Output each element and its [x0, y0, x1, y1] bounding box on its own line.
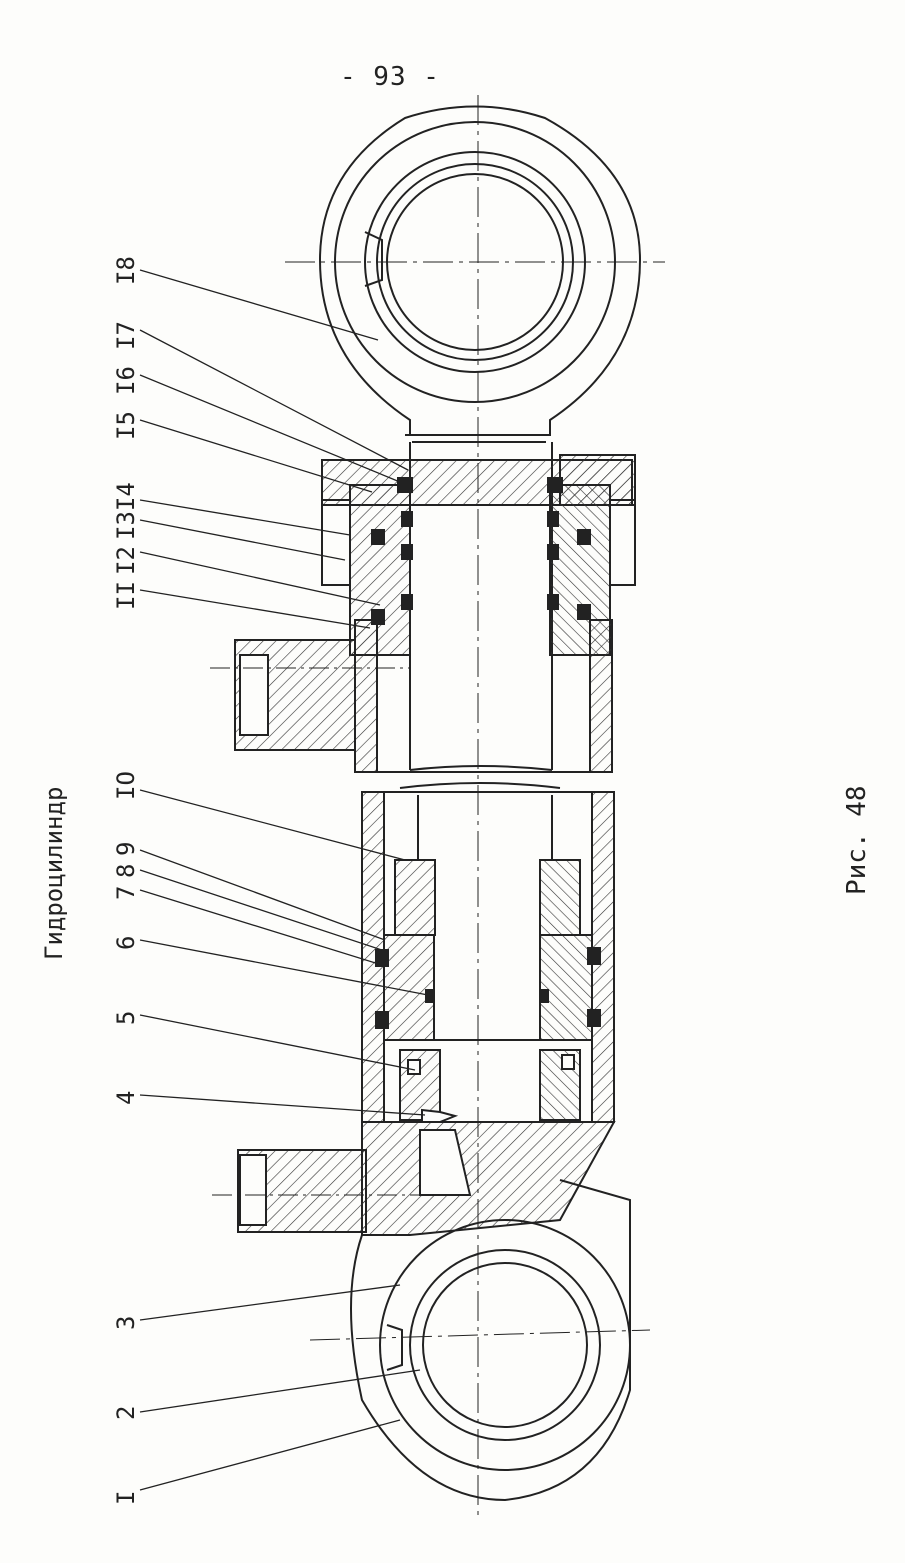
callout-9: 9 — [112, 841, 140, 856]
callout-7: 7 — [112, 885, 140, 900]
callout-15: I5 — [112, 411, 140, 440]
leader-lines — [139, 269, 429, 1491]
barrel-lower — [361, 791, 615, 1123]
callout-2: 2 — [112, 1405, 140, 1420]
callout-3: 3 — [112, 1315, 140, 1330]
callout-1: I — [112, 1490, 140, 1505]
page-number: - 93 - — [340, 62, 440, 92]
callout-13-14: I3I4 — [112, 482, 140, 540]
gland-head — [321, 454, 636, 656]
rod-port — [210, 639, 410, 751]
callout-10: IO — [112, 771, 140, 800]
cylinder-bottom — [212, 1121, 616, 1236]
callout-12: I2 — [112, 546, 140, 575]
rod-eye — [318, 105, 642, 443]
callout-5: 5 — [112, 1010, 140, 1025]
callout-11: II — [112, 581, 140, 610]
callout-6: 6 — [112, 935, 140, 950]
callout-16: I6 — [112, 366, 140, 395]
callout-17: I7 — [112, 321, 140, 350]
callout-4: 4 — [112, 1090, 140, 1105]
callout-18: I8 — [112, 256, 140, 285]
callout-8: 8 — [112, 863, 140, 878]
piston — [375, 859, 601, 1123]
base-eye — [350, 1179, 631, 1502]
